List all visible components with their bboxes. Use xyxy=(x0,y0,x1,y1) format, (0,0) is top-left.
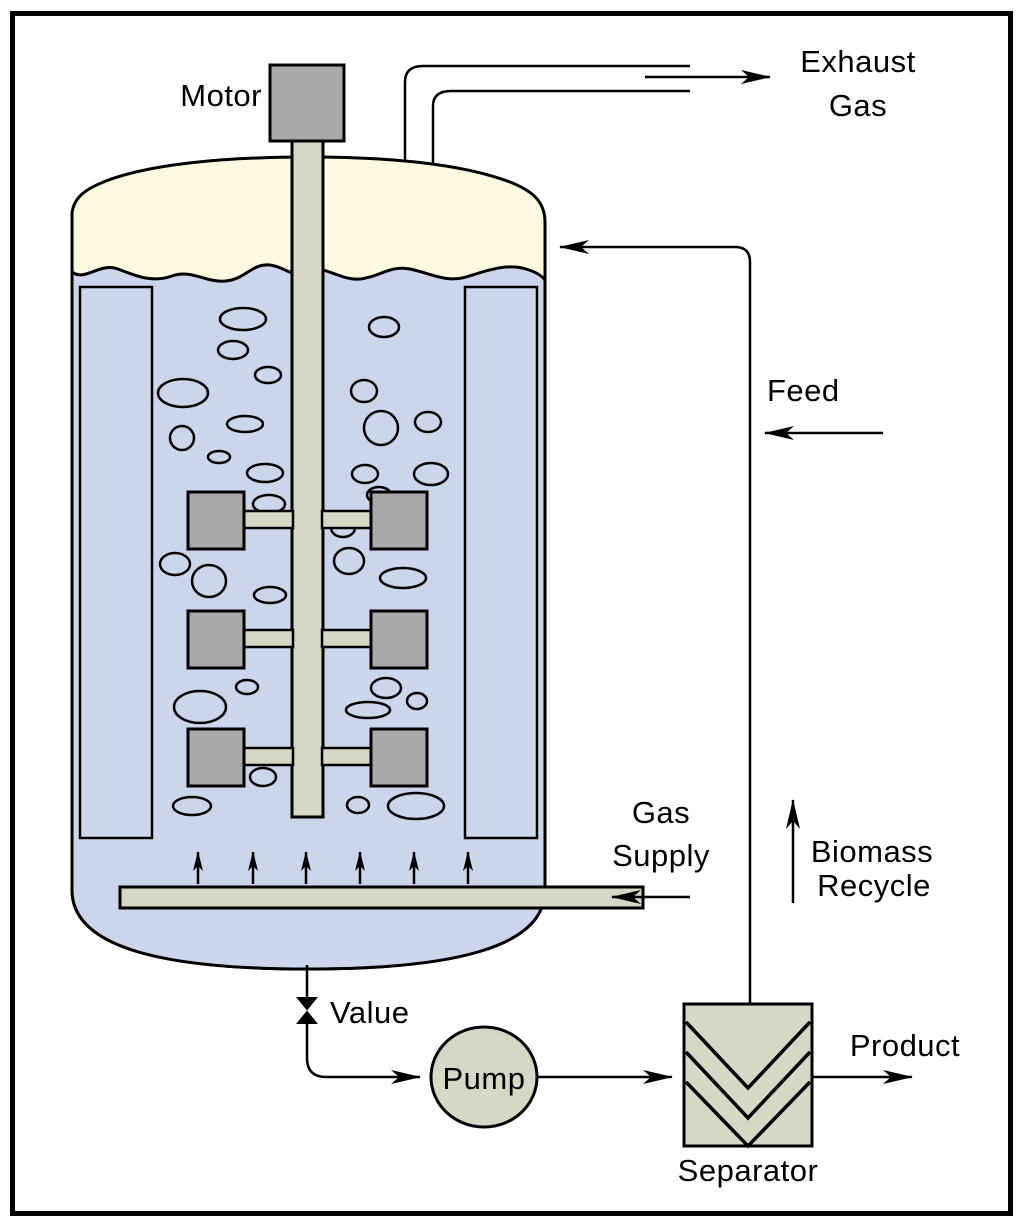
impeller-arm xyxy=(320,509,374,530)
bubble xyxy=(158,551,192,577)
impeller-blade xyxy=(186,609,246,670)
bubble xyxy=(253,365,283,385)
impeller-blade xyxy=(369,490,429,551)
bubble xyxy=(218,306,268,332)
biomass-recycle-label-line2: Recycle xyxy=(817,868,931,903)
impeller-arm xyxy=(241,509,295,530)
baffle-left xyxy=(78,285,154,840)
bubble xyxy=(345,795,371,815)
exhaust-gas-label-line1: Exhaust xyxy=(800,44,916,79)
bubble xyxy=(367,315,401,339)
bubble xyxy=(252,585,288,605)
impeller-arm xyxy=(320,628,374,649)
bubble xyxy=(234,678,260,696)
bubble xyxy=(171,795,213,817)
bubble xyxy=(362,409,400,447)
impeller-arm xyxy=(241,746,295,767)
pump-label: Pump xyxy=(443,1061,526,1096)
separator-label: Separator xyxy=(678,1153,819,1188)
bubble xyxy=(168,424,196,452)
bubble xyxy=(378,566,428,590)
baffle-right xyxy=(463,285,539,840)
bubble xyxy=(172,689,228,725)
exhaust-pipe-inner-line xyxy=(431,89,690,192)
recycle-down-line xyxy=(734,245,752,1004)
separator-chevron xyxy=(684,1020,812,1091)
separator-chevron xyxy=(684,1050,812,1121)
impeller-arm xyxy=(320,746,374,767)
bubble xyxy=(405,691,429,711)
product-label: Product xyxy=(850,1028,960,1063)
impeller-blade xyxy=(369,609,429,670)
bubble xyxy=(216,339,250,361)
bubble xyxy=(412,461,450,487)
harvest-line xyxy=(296,965,913,1149)
motor-block xyxy=(268,63,346,143)
gas-supply-label-line2: Supply xyxy=(612,838,710,873)
bioreactor-vessel xyxy=(70,138,645,971)
biomass-recycle-label-line1: Biomass xyxy=(811,834,933,869)
bubble xyxy=(206,449,232,465)
bubble xyxy=(349,378,379,404)
impeller-blade xyxy=(369,727,429,788)
figure-border xyxy=(10,11,1013,1216)
exhaust-pipe xyxy=(403,64,690,192)
impeller-blades xyxy=(186,490,429,788)
bubble xyxy=(413,410,443,434)
bubble xyxy=(332,546,366,576)
bubble xyxy=(248,766,278,788)
bubble xyxy=(386,791,446,821)
recycle-pipe xyxy=(559,240,752,1004)
bubble xyxy=(156,377,210,409)
bubble xyxy=(350,463,380,485)
gas-bubbles xyxy=(156,306,450,821)
separator-unit xyxy=(682,1002,814,1149)
exhaust-gas-label-line2: Gas xyxy=(829,88,887,123)
impeller-blade xyxy=(186,727,246,788)
bubble xyxy=(344,700,392,720)
impeller-arms xyxy=(241,509,374,767)
motor-label: Motor xyxy=(180,78,262,113)
impeller-arm xyxy=(241,628,295,649)
separator-box xyxy=(682,1002,814,1148)
impeller-blade xyxy=(186,490,246,551)
bubble xyxy=(245,462,285,484)
sparger-pipe xyxy=(118,885,645,910)
gas-supply-label-line1: Gas xyxy=(632,795,690,830)
bubble xyxy=(369,676,403,700)
exhaust-pipe-outer-line xyxy=(403,64,690,185)
feed-label: Feed xyxy=(767,373,840,408)
valve-label: Value xyxy=(330,995,410,1030)
bubble xyxy=(190,563,228,599)
valve-icon xyxy=(296,997,318,1024)
valve-to-pump-line xyxy=(305,1024,421,1084)
bubble xyxy=(225,414,265,434)
agitator-shaft xyxy=(290,138,325,819)
separator-chevron xyxy=(684,1080,812,1149)
sparger-gas-arrows xyxy=(193,851,473,884)
